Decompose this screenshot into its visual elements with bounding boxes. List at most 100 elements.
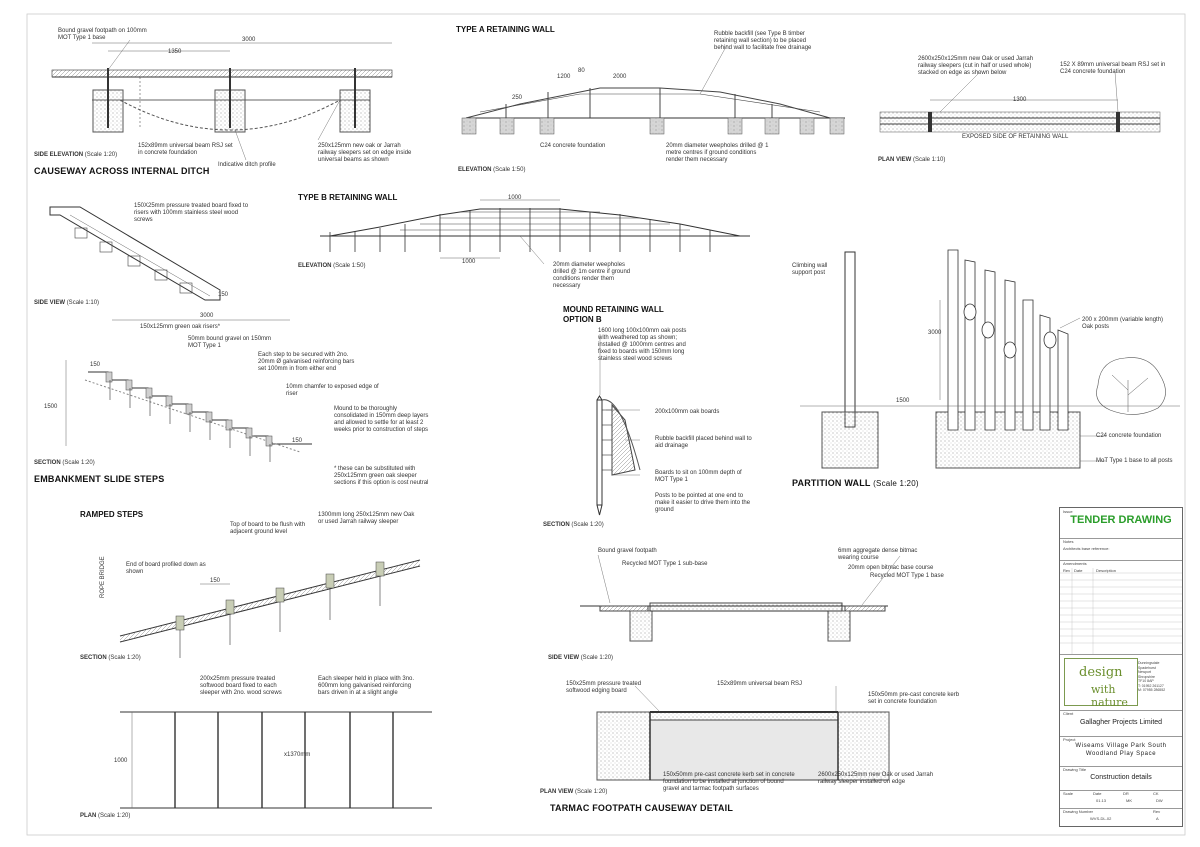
type-a-dim-2: 80 — [578, 68, 585, 74]
plan-view-note-rsj: 152 X 89mm universal beam RSJ set in C24… — [1060, 62, 1166, 75]
mound-note-posts2: Posts to be pointed at one end to make i… — [655, 493, 751, 513]
mound-caption: SECTION (Scale 1:20) — [543, 522, 604, 528]
ramped-title: RAMPED STEPS — [80, 510, 144, 519]
steps-note-chamfer: 10mm chamfer to exposed edge of riser — [286, 384, 379, 397]
plan-dim-2: x1370mm — [284, 752, 311, 758]
steps-dim-4: 150 — [292, 438, 303, 444]
ramped-caption: SECTION (Scale 1:20) — [80, 655, 141, 661]
tender-label: TENDER DRAWING — [1070, 514, 1172, 526]
mound-title: MOUND RETAINING WALL OPTION B — [563, 305, 664, 324]
type-b-wall-drawing — [320, 199, 750, 259]
plan-view-dim: 1300 — [1013, 97, 1027, 103]
steps-note-mound: Mound to be thoroughly consolidated in 1… — [334, 406, 429, 433]
type-a-dim-1: 1200 — [557, 74, 571, 80]
plan-view-caption: PLAN VIEW (Scale 1:10) — [878, 157, 946, 163]
tarmac-note-kerb: 150x50mm pre-cast concrete kerb set in c… — [868, 692, 960, 705]
type-a-caption: ELEVATION (Scale 1:50) — [458, 167, 526, 173]
company-logo: design with nature — [1064, 658, 1138, 709]
mound-note-rubble: Rubble backfill placed behind wall to ai… — [655, 436, 752, 449]
tarmac-note-kerb2: 150x50mm pre-cast concrete kerb set in c… — [663, 772, 795, 792]
ramped-note-top: Top of board to be flush with adjacent g… — [230, 522, 306, 535]
steps-note-risers: 150x125mm green oak risers* — [140, 324, 221, 330]
partition-note-oak: 200 x 200mm (variable length) Oak posts — [1082, 317, 1164, 330]
partition-note-climb: Climbing wall support post — [792, 263, 828, 276]
plan-note-sleeper: Each sleeper held in place with 3no. 600… — [318, 676, 415, 696]
drawing-number: WVS-DL-02 — [1090, 816, 1112, 821]
tb-project: Project Wiseams Village Park South Woodl… — [1060, 736, 1182, 767]
plan-view-note-sleepers: 2600x250x125mm new Oak or used Jarrah ra… — [918, 56, 1034, 76]
type-b-title: TYPE B RETAINING WALL — [298, 193, 398, 202]
mound-wall-drawing — [596, 395, 641, 516]
causeway-dim-1: 1350 — [168, 49, 182, 55]
steps-dim-2: 1500 — [44, 404, 58, 410]
steps-dim-1: 3000 — [200, 313, 214, 319]
ramped-dim: 150 — [210, 578, 221, 584]
steps-caption: SECTION (Scale 1:20) — [34, 460, 95, 466]
type-a-title: TYPE A RETAINING WALL — [456, 25, 555, 34]
tarmac-note-mot2: Recycled MOT Type 1 base — [870, 573, 944, 579]
tarmac-note-edging: 150x25mm pressure treated softwood edgin… — [566, 681, 642, 694]
side-view-note: 150X25mm pressure treated board fixed to… — [134, 203, 249, 223]
steps-note-step: Each step to be secured with 2no. 20mm Ø… — [258, 352, 355, 372]
causeway-note-top: Bound gravel footpath on 100mm MOT Type … — [58, 28, 147, 41]
partition-wall-drawing — [800, 249, 1180, 469]
causeway-caption: SIDE ELEVATION (Scale 1:20) — [34, 152, 118, 158]
type-b-dim-1: 1000 — [508, 195, 522, 201]
side-view-dim: 150 — [218, 292, 229, 298]
mound-note-boards: 200x100mm oak boards — [655, 409, 720, 415]
causeway-dim-2: 3000 — [242, 37, 256, 43]
type-b-note: 20mm diameter weepholes drilled @ 1m cen… — [553, 262, 631, 289]
type-a-note-concrete: C24 concrete foundation — [540, 143, 606, 149]
steps-note-sub: * these can be substituted with 250x125m… — [334, 466, 429, 486]
plan-view-exposed: EXPOSED SIDE OF RETAINING WALL — [962, 134, 1069, 140]
causeway-title: CAUSEWAY ACROSS INTERNAL DITCH — [34, 166, 210, 176]
steps-dim-3: 150 — [90, 362, 101, 368]
partition-note-concrete: C24 concrete foundation — [1096, 433, 1162, 439]
drawing-title: Construction details — [1090, 774, 1152, 781]
title-block: Issue TENDER DRAWING Notes Architects ba… — [1059, 507, 1183, 827]
steps-title: EMBANKMENT SLIDE STEPS — [34, 474, 165, 484]
mound-note-posts: 1600 long 100x100mm oak posts with weath… — [598, 328, 687, 362]
tarmac-side-caption: SIDE VIEW (Scale 1:20) — [548, 655, 614, 661]
tarmac-title: TARMAC FOOTPATH CAUSEWAY DETAIL — [550, 803, 734, 813]
plan-view-drawing — [879, 99, 1161, 133]
tarmac-side-view-drawing — [580, 602, 888, 642]
ramped-steps-drawing — [119, 559, 421, 658]
mound-note-boards2: Boards to sit on 100mm depth of MOT Type… — [655, 470, 742, 483]
type-a-dim-3: 2000 — [613, 74, 627, 80]
type-a-wall-drawing — [461, 87, 845, 135]
plan-dim-1: 1000 — [114, 758, 128, 764]
tarmac-note-sleeper: 2600x250x125mm new Oak or used Jarrah ra… — [818, 772, 934, 785]
side-view-drawing — [49, 206, 221, 301]
tb-amendments: Amendments Rev Date Description — [1060, 560, 1182, 655]
amendment-grid — [1060, 568, 1182, 654]
ramped-rope-label: ROPE BRIDGE — [100, 556, 106, 598]
steps-note-gravel: 50mm bound gravel on 150mm MOT Type 1 — [188, 336, 272, 349]
tarmac-note-base: 20mm open bitmac base course — [848, 565, 934, 571]
tb-scale-row: Scale Date 01.13 DR MK CK DW — [1060, 790, 1182, 809]
tarmac-note-rsj: 152x89mm universal beam RSJ — [717, 681, 803, 687]
plan-drawing — [120, 711, 432, 809]
tb-issue: Issue TENDER DRAWING — [1060, 508, 1182, 539]
tarmac-note-agg: 6mm aggregate dense bitmac wearing cours… — [838, 548, 918, 561]
tarmac-plan-view-drawing — [596, 711, 890, 781]
partition-dim-1: 3000 — [928, 330, 942, 336]
type-a-note-weepholes: 20mm diameter weepholes drilled @ 1 metr… — [666, 143, 769, 163]
tarmac-note-gravel: Bound gravel footpath — [598, 548, 657, 554]
type-b-dim-2: 1000 — [462, 259, 476, 265]
partition-title: PARTITION WALL (Scale 1:20) — [792, 478, 919, 488]
tb-drawing-title: Drawing Title Construction details — [1060, 766, 1182, 791]
tarmac-note-mot: Recycled MOT Type 1 sub-base — [622, 561, 708, 567]
tb-number-row: Drawing Number WVS-DL-02 Rev A — [1063, 809, 1161, 821]
tarmac-plan-caption: PLAN VIEW (Scale 1:20) — [540, 789, 608, 795]
company-address: Dunningsdale Spadehurst Newport Shropshi… — [1138, 661, 1166, 692]
plan-note-board: 200x25mm pressure treated softwood board… — [200, 676, 282, 696]
type-a-note-rubble: Rubble backfill (see Type B timber retai… — [714, 31, 812, 51]
causeway-note-sleepers: 250x125mm new oak or Jarrah railway slee… — [318, 143, 412, 163]
tb-logo: design with nature Dunningsdale Spadehur… — [1060, 654, 1182, 711]
causeway-note-ditch: Indicative ditch profile — [218, 162, 276, 168]
tb-client: Client Gallagher Projects Limited — [1060, 710, 1182, 737]
partition-dim-2: 1500 — [896, 398, 910, 404]
